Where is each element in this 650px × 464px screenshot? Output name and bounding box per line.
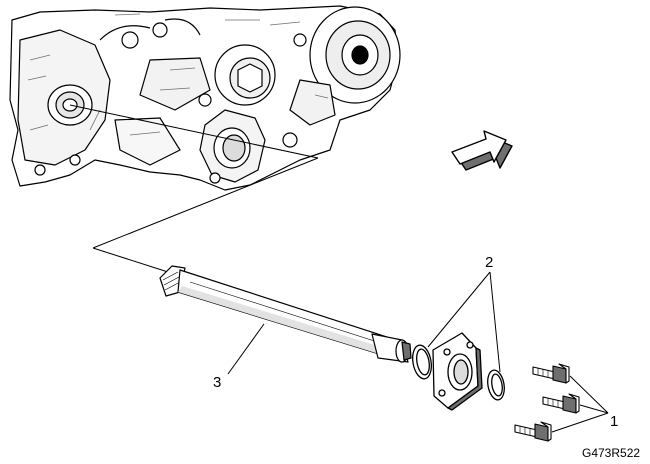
figure-id: G473R522 bbox=[582, 446, 640, 460]
callout-leaders bbox=[227, 271, 609, 433]
snap-ring-right bbox=[487, 369, 505, 401]
bolt-top bbox=[532, 363, 570, 384]
bearing-flange bbox=[432, 332, 483, 411]
exploded-view-leader bbox=[92, 157, 319, 273]
snap-ring-left bbox=[412, 344, 432, 380]
engine-transaxle-assembly bbox=[9, 5, 401, 191]
intermediate-shaft bbox=[159, 265, 412, 363]
bolt-bottom bbox=[514, 421, 552, 442]
bolt-middle bbox=[542, 393, 580, 414]
forward-arrow-icon bbox=[451, 130, 513, 171]
callout-bolts: 1 bbox=[610, 413, 618, 430]
shaft-axis-line bbox=[69, 104, 319, 159]
callout-shaft: 3 bbox=[213, 374, 221, 391]
callout-clips: 2 bbox=[485, 254, 493, 271]
